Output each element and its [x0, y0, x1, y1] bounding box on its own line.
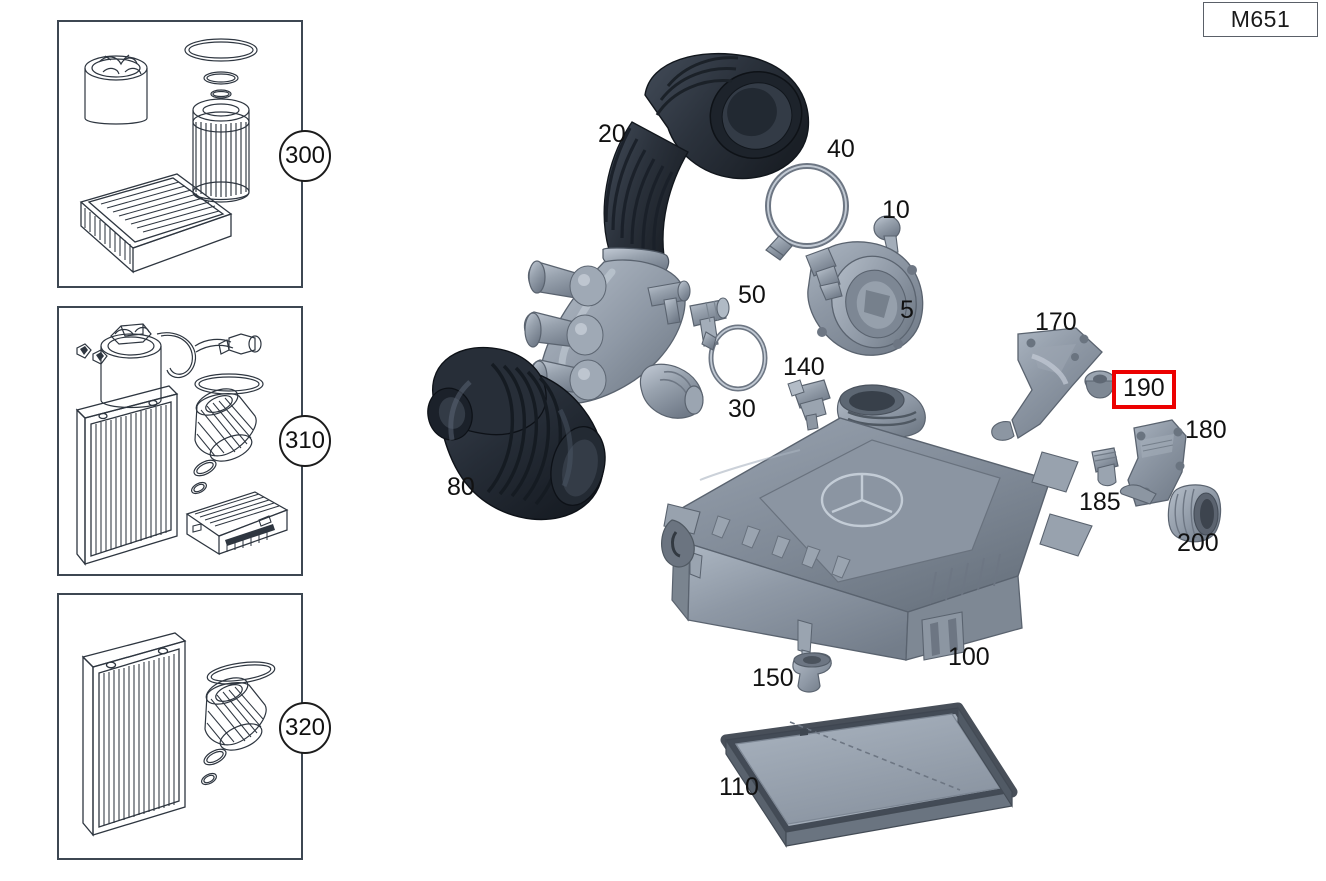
service-kit-callout-320[interactable]: 320: [279, 702, 331, 754]
part-150-rubber-mount: [792, 652, 832, 693]
part-180-mounting-bracket: [1120, 419, 1187, 507]
service-kit-320-contents: [59, 595, 301, 858]
part-label-80[interactable]: 80: [447, 473, 475, 501]
part-140-pressure-sensor: [787, 379, 831, 431]
service-kit-320-illustration: [81, 632, 276, 837]
part-label-30[interactable]: 30: [728, 395, 756, 423]
service-kit-300-contents: [59, 22, 301, 286]
part-label-5[interactable]: 5: [900, 296, 914, 324]
service-kit-panel-310[interactable]: [57, 306, 303, 576]
service-kit-panel-320[interactable]: [57, 593, 303, 860]
service-kit-callout-300[interactable]: 300: [279, 130, 331, 182]
service-kit-310-contents: [59, 308, 301, 574]
part-40-hose-clamp: [765, 163, 849, 261]
service-kit-callout-300-label: 300: [284, 142, 326, 169]
part-label-140[interactable]: 140: [783, 353, 825, 381]
part-label-20[interactable]: 20: [598, 120, 626, 148]
part-185-mounting-bolt: [1091, 447, 1119, 487]
part-170-mounting-bracket: [991, 327, 1103, 441]
part-label-190[interactable]: 190: [1112, 370, 1176, 409]
part-label-170[interactable]: 170: [1035, 308, 1077, 336]
part-label-185[interactable]: 185: [1079, 488, 1121, 516]
part-label-180[interactable]: 180: [1185, 416, 1227, 444]
model-badge: M651: [1203, 2, 1318, 37]
part-label-10[interactable]: 10: [882, 196, 910, 224]
model-badge-label: M651: [1230, 6, 1291, 32]
service-kit-callout-310[interactable]: 310: [279, 415, 331, 467]
part-110-air-filter-element: [720, 702, 1018, 849]
part-label-200[interactable]: 200: [1177, 529, 1219, 557]
service-kit-310-illustration: [75, 323, 289, 566]
part-30-hose-clamp: [701, 324, 768, 392]
service-kit-callout-310-label: 310: [284, 427, 326, 454]
service-kit-panel-300[interactable]: [57, 20, 303, 288]
service-kit-callout-320-label: 320: [284, 714, 326, 741]
part-label-40[interactable]: 40: [827, 135, 855, 163]
part-20-intake-hose: [523, 52, 810, 419]
part-label-110[interactable]: 110: [719, 773, 759, 801]
part-50-t-connector: [689, 297, 730, 347]
part-190-rubber-grommet: [1084, 370, 1116, 399]
part-label-100[interactable]: 100: [948, 643, 990, 671]
part-label-50[interactable]: 50: [738, 281, 766, 309]
service-kit-300-illustration: [79, 38, 258, 274]
part-100-air-filter-housing: [661, 384, 1093, 665]
part-label-150[interactable]: 150: [752, 664, 794, 692]
